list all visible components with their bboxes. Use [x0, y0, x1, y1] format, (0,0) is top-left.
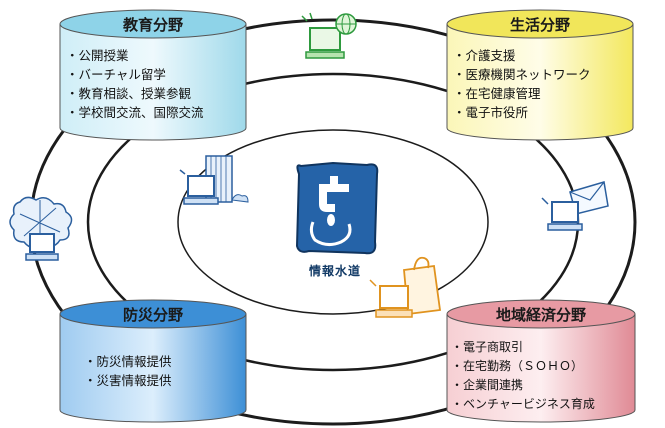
- list-item: 教育相談、授業参観: [66, 84, 204, 103]
- education-title: 教育分野: [122, 16, 183, 34]
- list-item: 公開授業: [66, 46, 204, 65]
- economy-title: 地域経済分野: [495, 306, 586, 324]
- life-sector: 生活分野 介護支援 医療機関ネットワーク 在宅健康管理 電子市役所: [445, 6, 635, 142]
- computer-shopping-bag-icon: [368, 248, 446, 326]
- list-item: 在宅健康管理: [453, 84, 591, 103]
- inner-ring: [177, 129, 489, 315]
- list-item: ベンチャービジネス育成: [451, 395, 595, 414]
- list-item: バーチャル留学: [66, 65, 204, 84]
- list-item: 介護支援: [453, 46, 591, 65]
- education-sector: 教育分野 公開授業 バーチャル留学 教育相談、授業参観 学校間交流、国際交流: [58, 6, 248, 142]
- globe-computer-icon: [296, 10, 366, 70]
- education-list: 公開授業 バーチャル留学 教育相談、授業参観 学校間交流、国際交流: [66, 46, 204, 122]
- computer-building-icon: [178, 150, 252, 214]
- list-item: 在宅勤務（ＳＯＨＯ）: [451, 357, 595, 376]
- computer-network-icon: [6, 192, 80, 268]
- list-item: 防災情報提供: [84, 352, 172, 371]
- computer-mail-icon: [538, 178, 612, 244]
- list-item: 電子市役所: [453, 103, 591, 122]
- economy-list: 電子商取引 在宅勤務（ＳＯＨＯ） 企業間連携 ベンチャービジネス育成: [451, 338, 595, 414]
- life-title: 生活分野: [509, 16, 570, 34]
- disaster-title: 防災分野: [122, 306, 183, 324]
- list-item: 学校間交流、国際交流: [66, 103, 204, 122]
- center-label: 情報水道: [308, 264, 361, 278]
- list-item: 企業間連携: [451, 376, 595, 395]
- faucet-icon: [293, 160, 379, 256]
- list-item: 医療機関ネットワーク: [453, 65, 591, 84]
- list-item: 災害情報提供: [84, 371, 172, 390]
- disaster-sector: 防災分野 防災情報提供 災害情報提供: [58, 296, 248, 424]
- economy-sector: 地域経済分野 電子商取引 在宅勤務（ＳＯＨＯ） 企業間連携 ベンチャービジネス育…: [445, 296, 637, 424]
- list-item: 電子商取引: [451, 338, 595, 357]
- disaster-list: 防災情報提供 災害情報提供: [84, 352, 172, 390]
- life-list: 介護支援 医療機関ネットワーク 在宅健康管理 電子市役所: [453, 46, 591, 122]
